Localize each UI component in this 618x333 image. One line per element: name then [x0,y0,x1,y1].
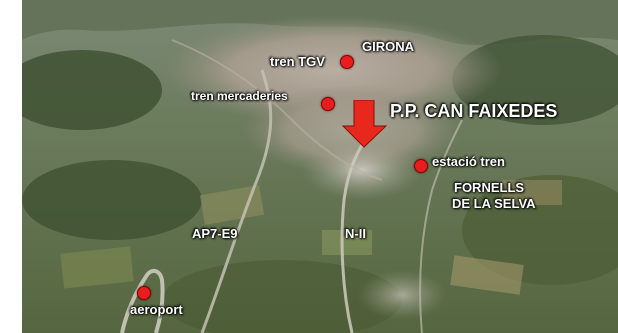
ap7-e9-label: AP7-E9 [192,226,238,241]
estacio-tren-marker [414,159,428,173]
site-arrow-icon [342,100,388,148]
aerial-map-image: GIRONA tren TGV tren mercaderies P.P. CA… [22,0,618,333]
tren-mercaderies-marker [321,97,335,111]
fornells-label-line1: FORNELLS [454,180,525,195]
estacio-tren-label: estació tren [432,154,505,169]
tren-tgv-label: tren TGV [270,54,325,69]
n-ii-label: N-II [345,226,366,241]
aeroport-marker [137,286,151,300]
pp-can-faixedes-label: P.P. CAN FAIXEDES [390,101,558,121]
girona-label: GIRONA [362,39,414,54]
fornells-label-line2: DE LA SELVA [452,196,536,211]
tren-mercaderies-label: tren mercaderies [191,89,288,103]
tren-tgv-marker [340,55,354,69]
aeroport-label: aeroport [130,302,183,317]
aerial-terrain [22,0,618,333]
